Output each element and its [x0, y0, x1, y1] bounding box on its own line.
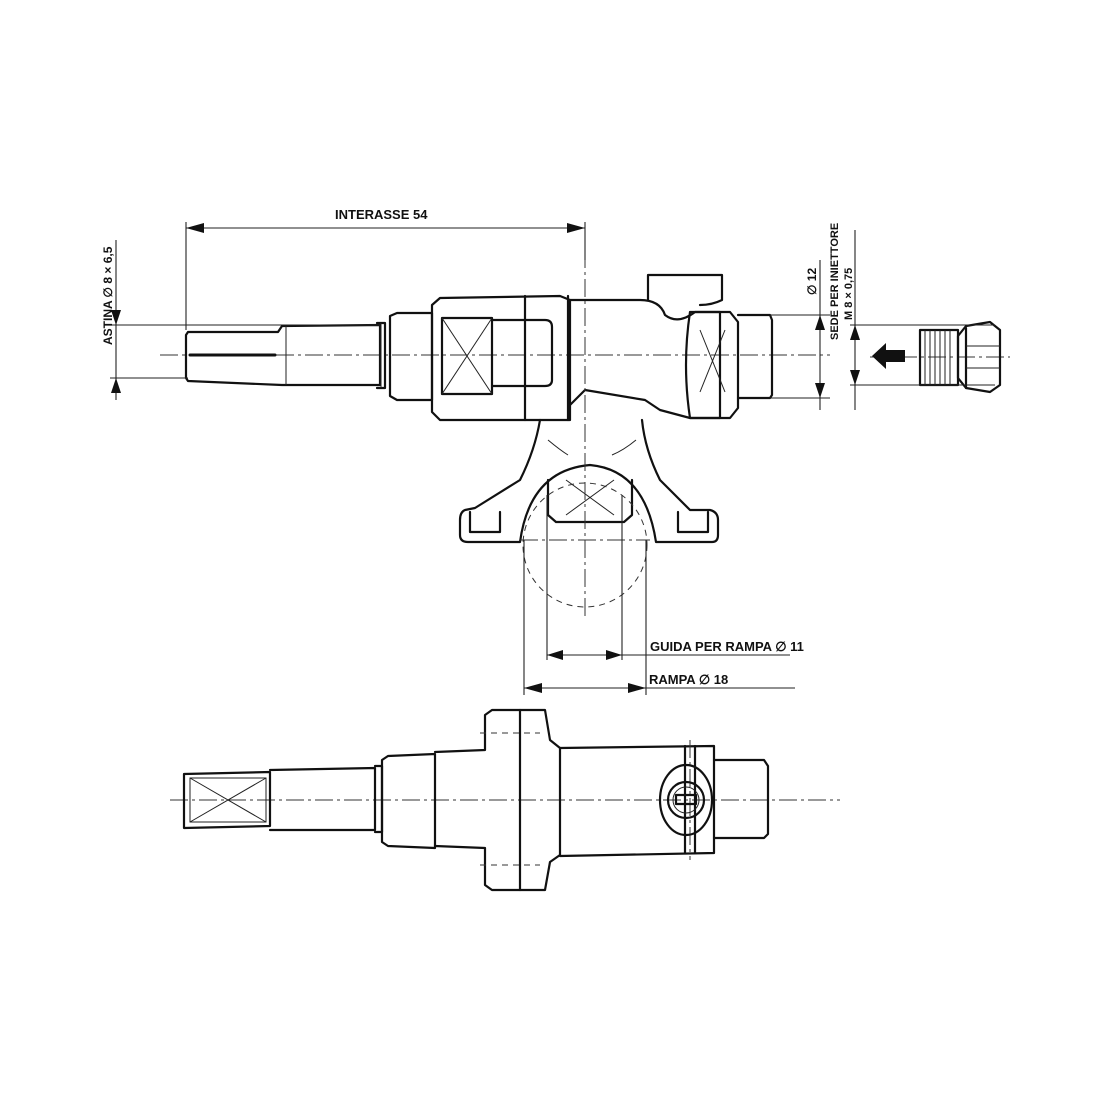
rampa-label: RAMPA ∅ 18: [649, 672, 728, 687]
interasse-label: INTERASSE 54: [335, 207, 428, 222]
dimensions-front: [110, 222, 995, 695]
front-view: [160, 250, 830, 620]
injector-fitting: [870, 320, 1010, 394]
astina-label: ASTINA ∅ 8 × 6,5: [101, 246, 115, 345]
guida-label: GUIDA PER RAMPA ∅ 11: [650, 639, 804, 654]
insertion-arrow-icon: [872, 343, 905, 369]
sede-label-line2: M 8 × 0,75: [843, 268, 855, 320]
top-view: [170, 708, 840, 892]
diam12-label: ∅ 12: [805, 268, 819, 295]
sede-label-line1: SEDE PER INIETTORE: [829, 223, 841, 340]
